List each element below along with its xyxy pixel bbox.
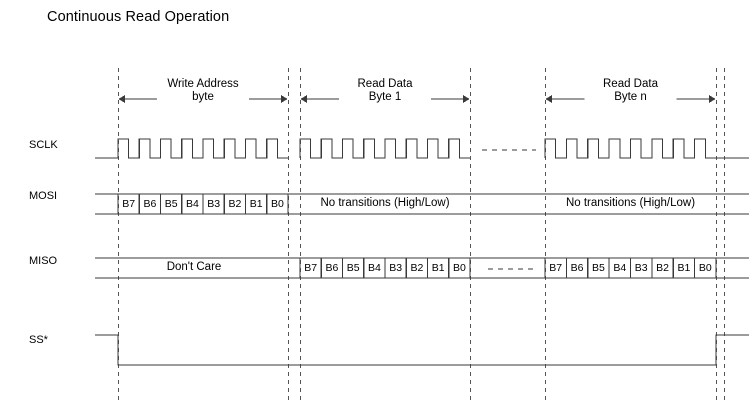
mosi-bit-B0: B0 <box>270 198 284 210</box>
miso-byten-bit-B2: B2 <box>656 262 669 274</box>
section-header-line2: Byte n <box>614 91 647 103</box>
mosi-bit-B5: B5 <box>164 198 178 210</box>
miso-byte1-bit-B4: B4 <box>367 262 381 274</box>
miso-byten-bit-B5: B5 <box>592 262 605 274</box>
signal-label-SCLK: SCLK <box>29 139 58 151</box>
miso-byte1-bit-B0: B0 <box>452 262 466 274</box>
signal-label-SS: SS* <box>29 334 48 346</box>
section-header-line2: byte <box>192 91 214 103</box>
miso-byten-bit-B6: B6 <box>570 262 584 274</box>
miso-byten-bit-B7: B7 <box>549 262 563 274</box>
mosi-bit-B7: B7 <box>122 198 136 210</box>
miso-byten-bit-B3: B3 <box>634 262 648 274</box>
miso-byten-bit-B1: B1 <box>677 262 691 274</box>
mosi-bit-B1: B1 <box>249 198 263 210</box>
section-header-line1: Read Data <box>603 78 658 90</box>
miso-byte1-bit-B3: B3 <box>389 262 403 274</box>
mosi-bit-B4: B4 <box>185 198 199 210</box>
miso-dont-care: Don't Care <box>166 261 222 273</box>
miso-byte1-bit-B7: B7 <box>304 262 318 274</box>
mosi-bit-B3: B3 <box>207 198 221 210</box>
miso-byten-bit-B0: B0 <box>698 262 712 274</box>
miso-byte1-bit-B2: B2 <box>410 262 424 274</box>
miso-byte1-bit-B1: B1 <box>431 262 445 274</box>
mosi-byte-n-idle: No transitions (High/Low) <box>565 197 696 209</box>
signal-label-MOSI: MOSI <box>29 190 58 202</box>
miso-byten-bit-B4: B4 <box>613 262 627 274</box>
mosi-bit-B2: B2 <box>228 198 242 210</box>
sclk-waveform <box>95 138 749 159</box>
miso-byte1-bit-B6: B6 <box>325 262 339 274</box>
section-header-line2: Byte 1 <box>368 91 402 103</box>
miso-byte1-bit-B5: B5 <box>346 262 360 274</box>
mosi-bit-B6: B6 <box>143 198 157 210</box>
section-header-line1: Write Address <box>167 78 239 90</box>
signal-label-MISO: MISO <box>29 255 58 267</box>
ss-waveform <box>95 334 749 366</box>
section-header-line1: Read Data <box>357 78 413 90</box>
mosi-byte-1-idle: No transitions (High/Low) <box>320 197 450 209</box>
page-title: Continuous Read Operation <box>47 9 230 25</box>
